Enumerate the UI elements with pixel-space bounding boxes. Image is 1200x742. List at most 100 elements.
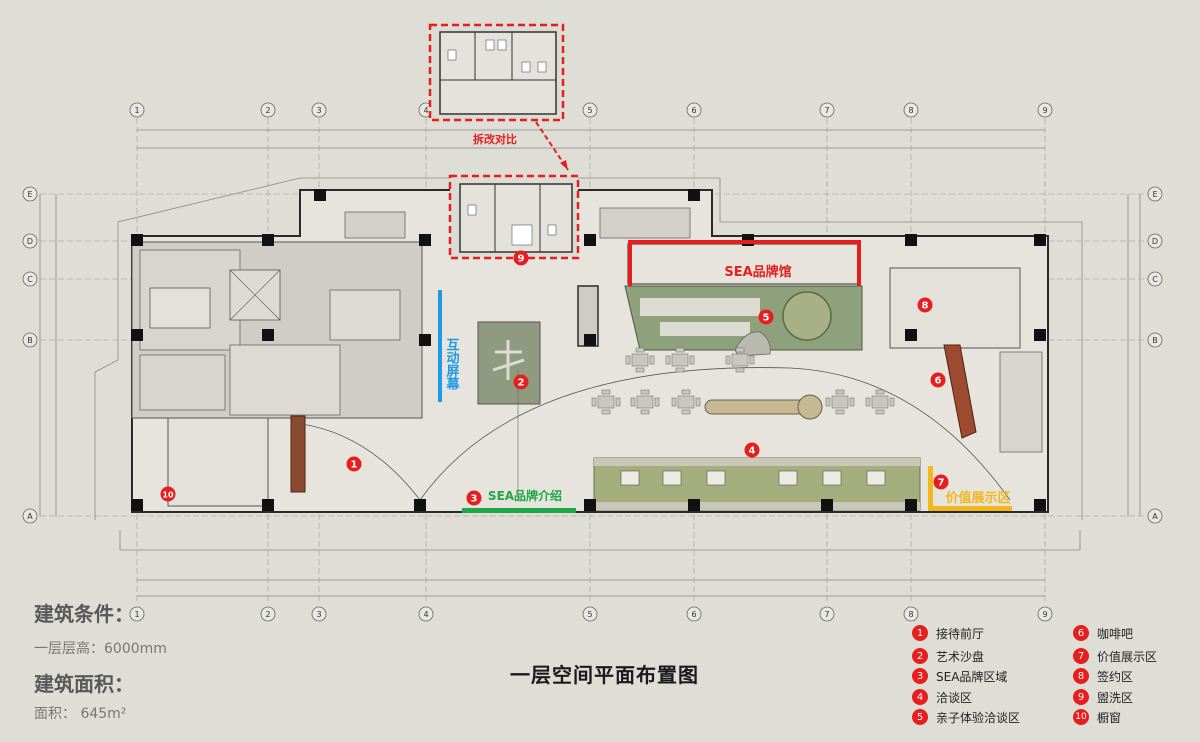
zone-marker-number: 7 [938,478,945,489]
sofa-table [706,470,726,486]
structural-columns [131,189,1046,511]
structural-column [584,234,596,246]
chair [625,355,631,365]
axis-bubble [22,508,38,524]
axis-bubble [1147,332,1163,348]
chair [689,355,695,365]
zone-marker-circle [744,442,760,458]
axis-label: 9 [1042,106,1047,115]
structural-column [414,499,426,511]
table [597,395,615,409]
chair [635,347,645,353]
axis-bubble [1147,186,1163,202]
axis-label: A [27,512,33,521]
axis-label: D [27,237,33,246]
axis-label: C [1152,275,1158,284]
axis-label: 1 [134,106,139,115]
axis-label: 8 [908,106,913,115]
axis-bubble [129,606,145,622]
chair [681,409,691,415]
zone-marker-number: 2 [518,378,525,389]
structural-column [1034,234,1046,246]
legend-number: 10 [1073,709,1089,725]
legend-number: 6 [1073,625,1089,641]
chair [849,397,855,407]
zone-marker-number: 9 [518,254,525,265]
structural-column [688,189,700,201]
zone-marker-circle [513,250,529,266]
zone-marker-circle [513,374,529,390]
structural-column [584,334,596,346]
legend-label: 亲子体验洽谈区 [936,710,1021,725]
structural-column [905,499,917,511]
axis-bubble [819,606,835,622]
axis-label: 2 [265,106,270,115]
legend-number: 8 [1073,668,1089,684]
table [731,353,749,367]
building-area-heading: 建筑面积： [34,672,134,696]
zone-marker-circle [160,486,176,502]
sofa-table [620,470,640,486]
axis-bubble [418,606,434,622]
page-title: 一层空间平面布置图 [510,663,699,687]
legend-item: 10 橱窗 [1073,708,1121,726]
zone-markers [438,240,1012,513]
legend-label: 盥洗区 [1097,690,1134,705]
value-display-label: 价值展示区 [945,490,1010,506]
structural-column [131,499,143,511]
axis-label: E [1152,190,1157,199]
structural-column [584,499,596,511]
chair [675,367,685,373]
interactive-screen-label: 互动屏幕 [444,338,461,391]
chair [825,397,831,407]
chair [654,397,660,407]
structural-column [1034,329,1046,341]
chair [615,397,621,407]
axis-bubble [582,102,598,118]
legend-label: 洽谈区 [936,690,973,705]
axis-bubble [260,102,276,118]
table [831,395,849,409]
structural-column [821,499,833,511]
legend-item: 5 亲子体验洽谈区 [912,708,1020,726]
chair [835,409,845,415]
chair [875,389,885,395]
legend-number: 1 [912,625,928,641]
zone-marker-circle [758,309,774,325]
table [671,353,689,367]
chair [671,397,677,407]
legend-number: 5 [912,709,928,725]
area-value-text: 面积： 645m² [34,706,127,722]
axis-bubble [903,102,919,118]
zone-marker-number: 4 [749,446,756,457]
structural-column [262,499,274,511]
axis-bubble [129,102,145,118]
zone-marker-number: 10 [162,491,174,500]
chair [865,397,871,407]
zone-marker-circle [346,456,362,472]
axis-label: 1 [134,610,139,619]
chair [640,389,650,395]
sea-brand-intro-label: SEA品牌介绍 [488,488,562,503]
legend-number: 3 [912,668,928,684]
legend-label: 接待前厅 [936,626,985,641]
sofa-table [778,470,798,486]
structural-column [131,234,143,246]
legend-label: 橱窗 [1097,710,1122,725]
axis-label: C [27,275,33,284]
axis-bubble [22,186,38,202]
chair [695,397,701,407]
axis-label: 8 [908,610,913,619]
axis-label: 9 [1042,610,1047,619]
legend-label: 价值展示区 [1097,649,1158,664]
zone-marker-circle [917,297,933,313]
zone-marker-number: 1 [351,460,358,471]
axis-label: 5 [587,106,592,115]
building-floor [131,189,1049,513]
renovation-callout [428,23,580,260]
legend-label: 艺术沙盘 [936,649,985,664]
